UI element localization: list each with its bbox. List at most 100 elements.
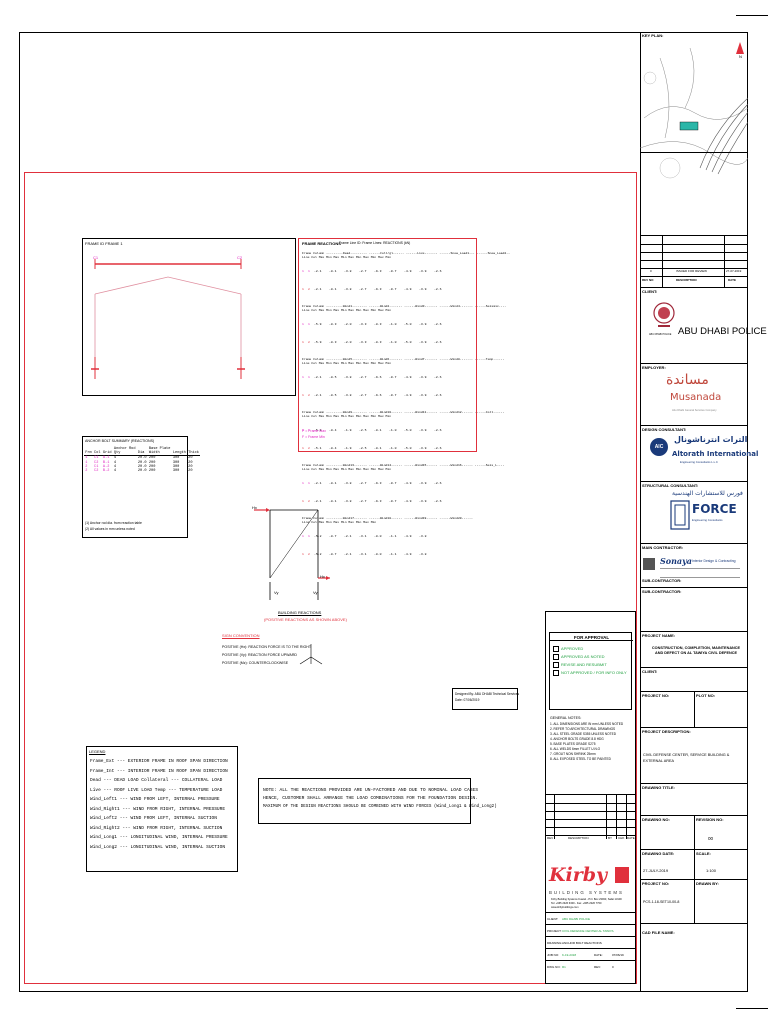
scale-value: 1:100 — [706, 868, 717, 873]
general-note: 1. ALL DIMENSIONS ARE IN mm UNLESS NOTED — [550, 722, 624, 726]
reaction-cell: -2.1 — [314, 481, 322, 485]
bolt-header-cell: Base Plate — [148, 447, 171, 451]
reaction-cell: -5.9 — [314, 340, 322, 344]
reaction-group-header: Frame Column ---------Wind9-------- ----… — [302, 410, 505, 414]
rev-header-desc: DESCRIPTION — [676, 278, 697, 282]
kirby-title-block: FOR APPROVAL APPROVED APPROVED AS NOTED … — [545, 611, 636, 984]
reaction-cell: -1.9 — [344, 446, 352, 450]
project-plot-cell: PROJECT NO: PLOT NO: — [640, 692, 748, 728]
kirby-row: JOB NO: K-19-2318 DATE: 07/06/19 — [546, 948, 635, 961]
reaction-cell: -3.9 — [419, 340, 427, 344]
key-plan-label: KEY PLAN: — [642, 33, 664, 38]
project-no-label: PROJECT NO: — [642, 693, 670, 698]
reaction-cell: -2.6 — [434, 340, 442, 344]
reaction-cell: -8.1 — [329, 481, 337, 485]
reaction-group-header: Frame Column ---------Wind17------- ----… — [302, 516, 473, 520]
bolt-header-cell: Dia — [136, 451, 148, 457]
checkbox-icon[interactable] — [553, 653, 559, 660]
reaction-cell: -9.6 — [374, 393, 382, 397]
drawing-title-cell: DRAWING TITLE: — [640, 784, 748, 816]
bolt-cell: 4 — [113, 460, 117, 465]
reaction-cell: -4.9 — [404, 287, 412, 291]
reaction-cell: -8.3 — [329, 322, 337, 326]
vy-label-right: Vy — [313, 590, 318, 595]
reaction-group: Frame Column ---------Wind13------- ----… — [302, 463, 504, 507]
consultant-sub: Engineering Consultants L.L.C — [680, 460, 718, 464]
bolt-cell: 20 — [188, 456, 193, 461]
stamp-line-1: Designed By: ABU DHABI Technical Service… — [455, 692, 520, 696]
bolt-note-1: (1) Anchor rod dia. from reaction table — [85, 521, 142, 525]
bolt-cell: 20 — [188, 469, 193, 474]
reaction-cell: -2.7 — [359, 393, 367, 397]
approval-option[interactable]: APPROVED AS NOTED — [553, 653, 627, 661]
kirby-row: DRAWING: ANCHOR BOLT REACTIONS — [546, 936, 635, 949]
kirby-row-value: ANCHOR BOLT REACTIONS — [562, 941, 602, 945]
checkbox-icon[interactable] — [553, 645, 559, 652]
reaction-cell: -2.6 — [434, 446, 442, 450]
main-contractor-label: MAIN CONTRACTOR: — [642, 545, 684, 550]
sign-line-2: POSITIVE (Vy): REACTION FORCE UPWARD — [222, 653, 298, 657]
reaction-cell: -5.0 — [404, 322, 412, 326]
reaction-cell: -1.9 — [344, 428, 352, 432]
reaction-group: Frame Column ---------Dead--------- ----… — [302, 251, 510, 295]
project-code-label: PROJECT NO: — [642, 881, 670, 886]
approval-option[interactable]: APPROVED — [553, 645, 627, 653]
reaction-cell: -2.1 — [314, 393, 322, 397]
kirby-row: PROJECT: CIVIL DEFENCE CENTER AL TAWIYA — [546, 924, 635, 937]
reaction-cell: -3.3 — [359, 340, 367, 344]
checkbox-icon[interactable] — [553, 669, 559, 676]
rev-header-date: DATE — [728, 278, 736, 282]
bolt-cell: 200 — [148, 469, 156, 474]
bolt-cell: A-1 — [102, 456, 110, 461]
reaction-cell: -2.6 — [434, 393, 442, 397]
kirby-row-label: CLIENT: — [547, 917, 559, 921]
structural-arabic: فورس للاستشارات الهندسية — [672, 490, 743, 497]
structural-name: FORCE — [692, 502, 737, 516]
reaction-cell: 1 — [308, 322, 310, 326]
client-no-cell: CLIENT: — [640, 668, 748, 692]
bolt-header-cell: Col — [92, 451, 102, 457]
reaction-cell: 1 — [302, 322, 304, 326]
reaction-group-subheader: Line Col Max Min Max Min Max Min Max Min… — [302, 414, 392, 418]
reaction-cell: -8.7 — [329, 534, 337, 538]
rev-row-desc: ISSUED FOR REVIEW — [676, 269, 708, 273]
reaction-cell: 1 — [302, 269, 304, 273]
reaction-cell: -3.9 — [419, 393, 427, 397]
reaction-cell: -9.6 — [374, 375, 382, 379]
reaction-cell: 1 — [308, 375, 310, 379]
reaction-table-title: FRAME REACTIONS — [302, 241, 341, 246]
reaction-cell: 2 — [308, 393, 310, 397]
bolt-header-cell: Frm — [84, 451, 93, 457]
reaction-cell: -1.0 — [389, 446, 397, 450]
bolt-cell: 300 — [172, 464, 180, 469]
reaction-cell: -8.3 — [374, 322, 382, 326]
reaction-cell: -2.1 — [314, 499, 322, 503]
revision-no: 00 — [708, 836, 714, 841]
kirby-row-value: ABU DHABI POLICE — [562, 917, 591, 921]
checkbox-icon[interactable] — [553, 661, 559, 668]
approval-option[interactable]: REVISE AND RESUBMIT — [553, 661, 627, 669]
reaction-cell: -9.3 — [374, 499, 382, 503]
reaction-cell: -4.9 — [404, 499, 412, 503]
frame-col-left-label: C1 — [93, 255, 99, 260]
reaction-cell: -2.0 — [344, 322, 352, 326]
bottom-corner-mark — [736, 1008, 768, 1009]
bolt-header-cell: Width — [147, 451, 172, 457]
axis-symbol-icon — [299, 644, 323, 665]
client-seal-text: ABU DHABI POLICE — [649, 333, 672, 336]
reaction-cell: 2 — [308, 552, 310, 556]
reaction-group-subheader: Line Col Max Min Max Min Max Min Max Min… — [302, 467, 392, 471]
reaction-cell: -3.1 — [359, 552, 367, 556]
approval-option[interactable]: NOT APPROVED / FOR INFO ONLY — [553, 669, 627, 677]
employer-name: Musanada — [670, 392, 722, 403]
structural-sub: Engineering Consultants — [692, 518, 723, 522]
reaction-group-subheader: Line Col Max Min Max Min Max Min Max Min… — [302, 361, 392, 365]
reaction-cell: 1 — [302, 340, 304, 344]
legend-row: Wind_Long1 --- LONGITUDINAL WIND, INTERN… — [90, 835, 228, 840]
reaction-cell: -3.9 — [419, 287, 427, 291]
reaction-cell: -3.3 — [359, 322, 367, 326]
